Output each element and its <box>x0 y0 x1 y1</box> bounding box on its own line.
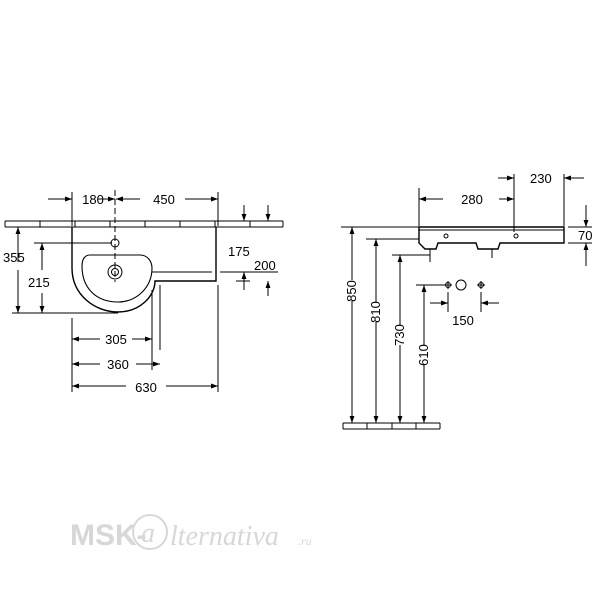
basin-outline <box>71 227 217 313</box>
dim-305: 305 <box>105 332 127 347</box>
side-view <box>341 174 592 430</box>
dim-610: 610 <box>416 344 431 366</box>
top-view <box>4 190 284 392</box>
dim-150: 150 <box>452 313 474 328</box>
dim-280: 280 <box>461 192 483 207</box>
basin-bowl <box>81 254 153 303</box>
dim-450: 450 <box>153 192 175 207</box>
connection-center <box>455 279 467 291</box>
dim-360: 360 <box>107 357 129 372</box>
watermark: MSK- a lternativa .ru <box>70 514 312 552</box>
dim-175: 175 <box>228 244 250 259</box>
watermark-suffix: .ru <box>298 534 312 548</box>
floor-strip <box>342 422 441 430</box>
dim-630: 630 <box>135 380 157 395</box>
basin-profile <box>418 226 565 250</box>
dim-200: 200 <box>254 258 276 273</box>
watermark-word: lternativa <box>170 521 279 552</box>
dim-70: 70 <box>578 228 592 243</box>
dim-850: 850 <box>344 280 359 302</box>
dim-730: 730 <box>392 324 407 346</box>
watermark-at: a <box>141 518 155 549</box>
dim-180: 180 <box>82 192 104 207</box>
wall-strip <box>4 220 284 228</box>
dim-230: 230 <box>530 171 552 186</box>
dim-810: 810 <box>368 301 383 323</box>
dim-215: 215 <box>28 275 50 290</box>
dim-355: 355 <box>3 250 25 265</box>
